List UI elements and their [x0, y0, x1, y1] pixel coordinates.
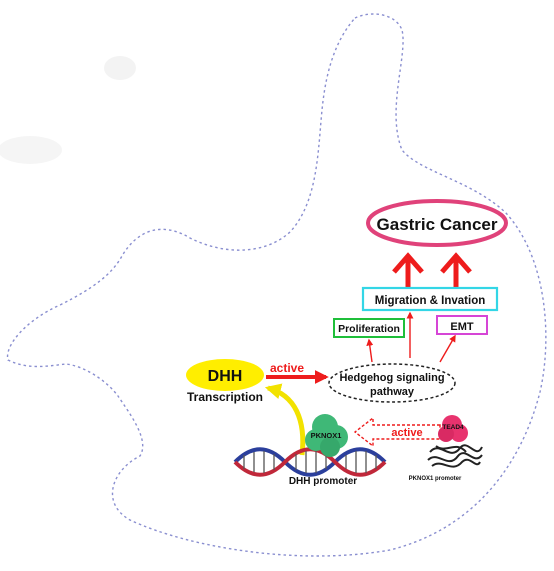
arrow-to-emt: [439, 334, 456, 363]
background-blur: [104, 56, 136, 80]
hedgehog-pathway-node: [328, 363, 456, 403]
tead4-label: TEAD4: [442, 424, 464, 431]
active-arrow-bottom: [353, 416, 441, 448]
stomach-outline: [6, 13, 547, 557]
pknox1-promoter-label: PKNOX1 promoter: [409, 476, 462, 482]
dhh-promoter-label: DHH promoter: [289, 476, 357, 487]
red-up-arrow: [440, 252, 472, 288]
pknox1-protein: [305, 414, 348, 457]
proliferation-box: [333, 318, 405, 338]
emt-label: EMT: [450, 321, 474, 333]
yellow-curve-arrow: [264, 383, 306, 456]
arrow-to-proliferation: [366, 338, 374, 363]
dhh-label: DHH: [208, 368, 243, 385]
background-blur: [0, 136, 62, 164]
pknox1-label: PKNOX1: [311, 431, 342, 440]
gastric-cancer-node: [366, 199, 508, 247]
dhh-node: [186, 359, 264, 391]
emt-box: [436, 315, 488, 335]
hedgehog-label-line2: pathway: [370, 386, 415, 398]
tead4-protein: [438, 415, 468, 442]
proliferation-label: Proliferation: [338, 323, 400, 335]
migration-invasion-label: Migration & Invation: [375, 295, 486, 307]
pknox1-promoter-chromatin: [427, 444, 483, 468]
active-label-bottom: active: [391, 427, 422, 439]
migration-invasion-box: [361, 286, 499, 312]
dhh-promoter-dna: [233, 447, 387, 477]
gastric-cancer-label: Gastric Cancer: [377, 215, 498, 234]
hedgehog-label-line1: Hedgehog signaling: [339, 372, 444, 384]
transcription-label: Transcription: [187, 390, 263, 404]
red-up-arrow: [392, 252, 424, 288]
active-label-top: active: [270, 361, 304, 375]
